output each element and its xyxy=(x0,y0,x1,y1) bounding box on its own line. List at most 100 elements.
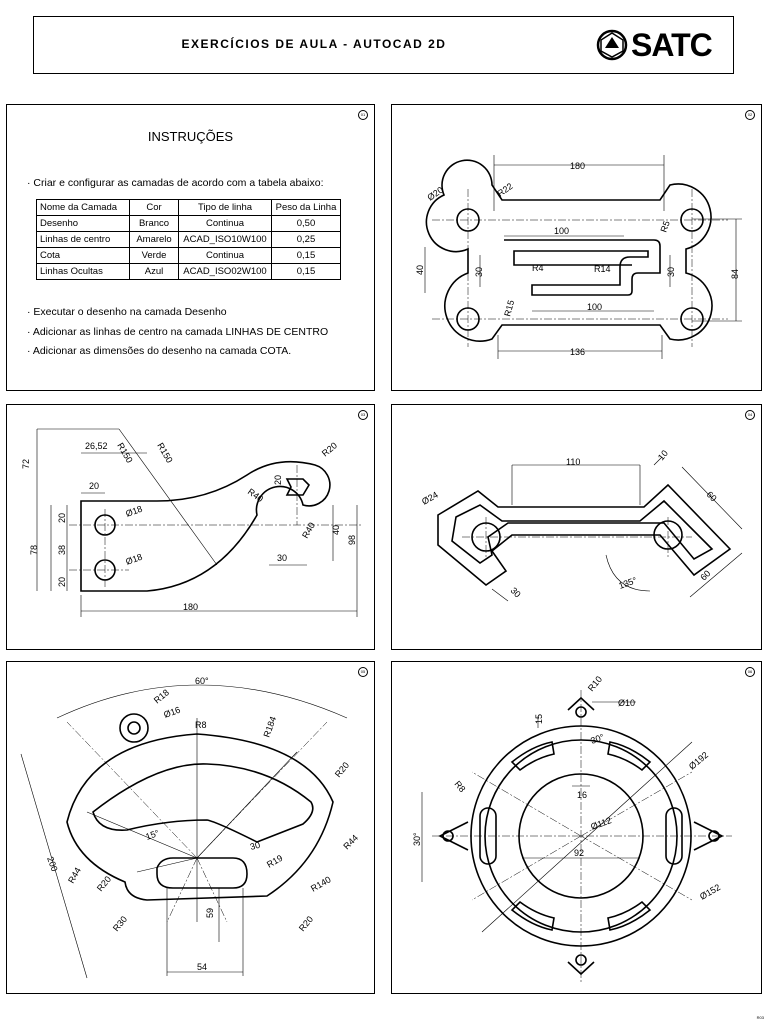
dim-label: Ø112 xyxy=(589,815,612,832)
dim-label: 60 xyxy=(705,489,719,503)
dim-label: 40 xyxy=(331,525,341,535)
dim-label: 40 xyxy=(415,265,425,275)
dim-label: 15° xyxy=(144,828,161,842)
dim-label: 26,52 xyxy=(85,441,108,451)
table-cell: 0,50 xyxy=(271,215,341,232)
dim-label: R140 xyxy=(309,874,333,893)
dim-label: 30 xyxy=(277,553,287,563)
dim-label: R10 xyxy=(586,674,604,693)
drawing-panel-06: 06 xyxy=(391,661,762,994)
dim-label: 30° xyxy=(589,732,606,746)
dim-label: R184 xyxy=(261,715,278,739)
dim-label: 16 xyxy=(577,790,587,800)
drawing-05: 60° R18 Ø16 R8 R184 R20 15° 30 R44 R44 R… xyxy=(20,676,360,979)
dim-label: R8 xyxy=(195,720,207,730)
dim-label: Ø18 xyxy=(124,504,143,519)
column-header: Cor xyxy=(129,199,179,216)
dim-label: R14 xyxy=(594,264,611,274)
instructions-title: INSTRUÇÕES xyxy=(147,129,234,144)
dim-label: 20 xyxy=(273,475,283,485)
dim-label: R40 xyxy=(300,521,317,540)
table-cell: ACAD_ISO10W100 xyxy=(178,231,272,248)
panel-number: 03 xyxy=(358,410,368,420)
dim-label: R5 xyxy=(658,219,671,233)
drawing-06: R10 Ø10 15 30° Ø192 R8 16 Ø112 30° 92 Ø1… xyxy=(412,674,732,982)
logo-text: SATC xyxy=(631,27,713,63)
panel-number: 01 xyxy=(358,110,368,120)
column-header: Peso da Linha xyxy=(271,199,341,216)
dim-label: R18 xyxy=(152,687,171,705)
table-cell: Desenho xyxy=(36,215,130,232)
dim-label: 59 xyxy=(205,908,215,918)
dim-label: R44 xyxy=(341,833,360,852)
dim-label: R20 xyxy=(95,874,113,893)
table-cell: Amarelo xyxy=(129,231,179,248)
dim-label: 60° xyxy=(195,676,209,686)
dim-label: 38 xyxy=(57,545,67,555)
dim-label: R8 xyxy=(452,779,467,794)
instruction-bullet: · Executar o desenho na camada Desenho xyxy=(27,306,227,318)
dim-label: R44 xyxy=(66,866,83,885)
dim-label: 20 xyxy=(57,577,67,587)
drawing-panel-04: 04 110 10 Ø24 60 30 135° 60 xyxy=(391,404,762,650)
table-cell: Branco xyxy=(129,215,179,232)
dim-label: Ø192 xyxy=(687,750,710,772)
dim-label: 100 xyxy=(587,302,602,312)
footer-mark: R03 xyxy=(756,1015,764,1020)
instruction-bullet: · Adicionar as dimensões do desenho na c… xyxy=(27,345,292,357)
drawing-panel-05: 05 60° R18 Ø16 R8 xyxy=(6,661,375,994)
panel-number: 02 xyxy=(745,110,755,120)
dim-label: R40 xyxy=(246,486,265,504)
dim-label: 30° xyxy=(412,832,422,846)
dim-label: 110 xyxy=(566,457,580,467)
dim-label: 84 xyxy=(730,269,740,279)
dim-label: 100 xyxy=(554,226,569,236)
column-header: Nome da Camada xyxy=(36,199,130,216)
dim-label: 30 xyxy=(509,585,523,599)
instructions-intro: · Criar e configurar as camadas de acord… xyxy=(27,177,324,189)
table-header-row: Nome da Camada Cor Tipo de linha Peso da… xyxy=(36,199,341,216)
instruction-bullet: · Adicionar as linhas de centro na camad… xyxy=(27,326,329,338)
dim-label: R20 xyxy=(297,914,315,933)
dim-label: 180 xyxy=(570,161,585,171)
dim-label: R30 xyxy=(111,914,129,933)
dim-label: R19 xyxy=(265,853,284,870)
table-cell: Verde xyxy=(129,247,179,264)
dim-label: Ø152 xyxy=(698,882,722,902)
dim-label: 15 xyxy=(534,714,544,724)
dim-label: 20 xyxy=(89,481,99,491)
dim-label: 92 xyxy=(574,848,584,858)
table-cell: 0,25 xyxy=(271,231,341,248)
dim-label: Ø16 xyxy=(162,705,181,720)
table-cell: Continua xyxy=(178,215,272,232)
table-cell: 0,15 xyxy=(271,263,341,280)
dim-label: 30 xyxy=(666,267,676,277)
dim-label: 135° xyxy=(617,575,638,591)
table-cell: Linhas Ocultas xyxy=(36,263,130,280)
column-header: Tipo de linha xyxy=(178,199,272,216)
layers-table: Nome da Camada Cor Tipo de linha Peso da… xyxy=(36,199,341,280)
table-cell: Azul xyxy=(129,263,179,280)
dim-label: 54 xyxy=(197,962,207,972)
table-cell: Continua xyxy=(178,247,272,264)
dim-label: 10 xyxy=(656,448,670,462)
drawing-02: 180 Ø20 R22 100 R5 40 30 R4 R14 30 84 R1… xyxy=(415,155,742,359)
dim-label: 20 xyxy=(57,513,67,523)
table-cell: Cota xyxy=(36,247,130,264)
dim-label: Ø18 xyxy=(124,552,143,567)
dim-label: Ø10 xyxy=(618,698,635,708)
dim-label: R150 xyxy=(155,441,174,465)
table-cell: ACAD_ISO02W100 xyxy=(178,263,272,280)
dim-label: 180 xyxy=(183,602,198,612)
drawing-03: 72 R150 R150 26,52 R20 20 20 R40 20 Ø18 … xyxy=(21,428,363,617)
dim-label: 72 xyxy=(21,459,31,469)
dim-label: R15 xyxy=(502,299,516,318)
panel-number: 04 xyxy=(745,410,755,420)
logo-mark-icon xyxy=(596,29,628,61)
table-cell: 0,15 xyxy=(271,247,341,264)
drawing-panel-02: 02 xyxy=(391,104,762,391)
dim-label: R20 xyxy=(320,440,339,458)
table-row: Linhas de centro Amarelo ACAD_ISO10W100 … xyxy=(36,231,341,248)
panel-number: 06 xyxy=(745,667,755,677)
dim-label: R22 xyxy=(495,181,514,199)
